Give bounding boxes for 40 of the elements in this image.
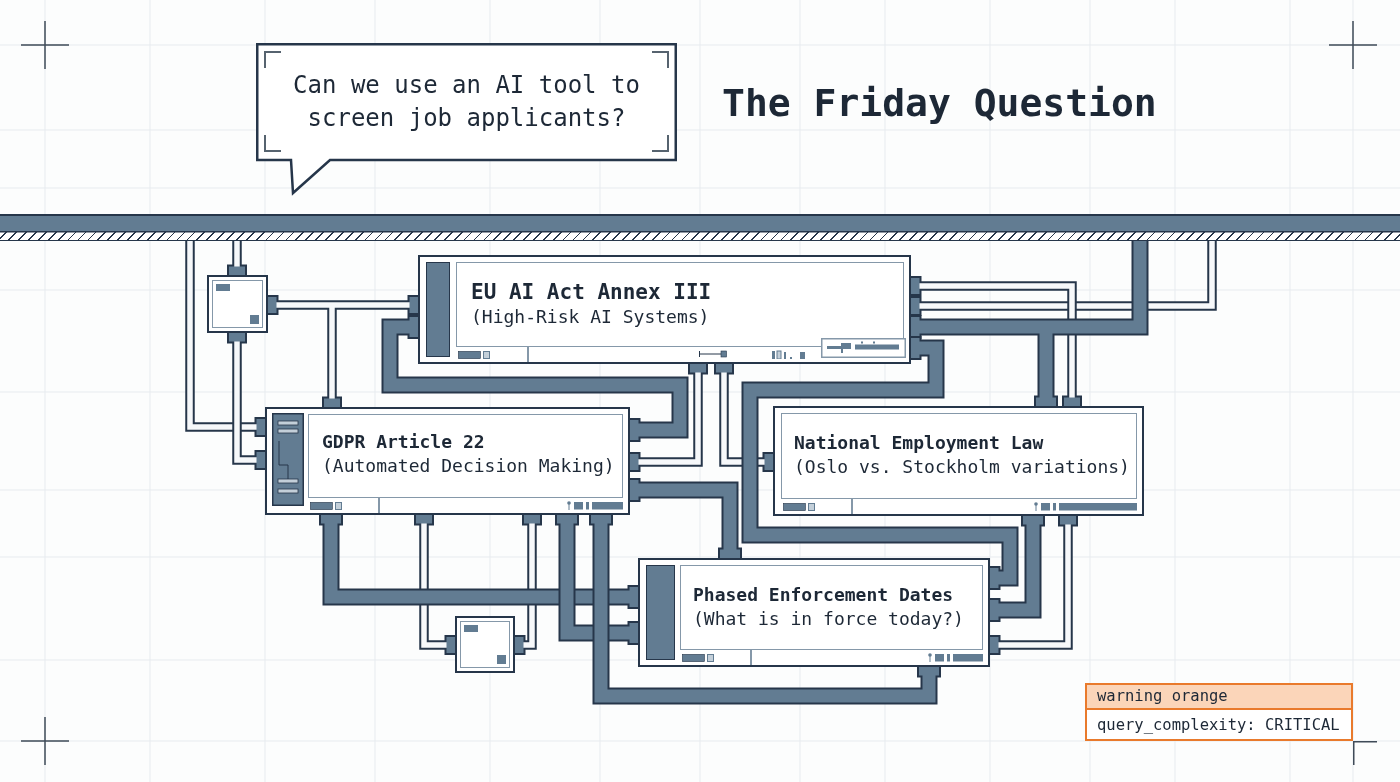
junction-box <box>207 275 268 333</box>
node-subtitle: (Automated Decision Making) <box>322 454 615 478</box>
solid-pipe <box>911 317 1046 337</box>
question-text: Can we use an AI tool to screen job applicants? <box>292 70 641 134</box>
rail-bar <box>0 214 1400 241</box>
node-title: Phased Enforcement Dates <box>693 583 954 607</box>
pipe <box>416 515 455 653</box>
node-subtitle: (Oslo vs. Stockholm variations) <box>794 455 1130 479</box>
pipe <box>990 516 1076 653</box>
pipe <box>716 364 773 470</box>
pipe <box>229 241 245 275</box>
status-text: query_complexity: CRITICAL <box>1096 714 1341 736</box>
solid-pipe <box>383 317 687 440</box>
node-title: GDPR Article 22 <box>322 430 485 454</box>
page-title: The Friday Question <box>722 80 1157 126</box>
node-title: EU AI Act Annex III <box>471 279 712 305</box>
node-subtitle: (High-Risk AI Systems) <box>471 305 710 329</box>
pipe <box>324 305 340 407</box>
pipe <box>515 515 540 653</box>
node-subtitle: (What is in force today?) <box>693 607 964 631</box>
process-box <box>773 406 1144 516</box>
speech-bubble <box>256 43 677 195</box>
junction-box <box>455 616 515 673</box>
solid-pipe <box>990 516 1043 620</box>
solid-pipe <box>557 515 638 643</box>
node-title: National Employment Law <box>794 431 1044 455</box>
pipe <box>229 333 265 468</box>
pipe <box>911 278 1080 406</box>
panel-header: warning orange <box>1087 685 1351 710</box>
pipe <box>187 241 265 435</box>
solid-pipe <box>591 515 939 703</box>
process-box <box>638 558 990 667</box>
solid-pipe <box>321 515 638 607</box>
process-box <box>265 407 630 515</box>
solid-pipe <box>630 480 740 558</box>
pipe <box>911 241 1215 314</box>
pipe <box>630 364 706 470</box>
solid-pipe <box>743 338 1017 588</box>
status-panel <box>1085 683 1353 741</box>
process-box <box>418 255 911 364</box>
